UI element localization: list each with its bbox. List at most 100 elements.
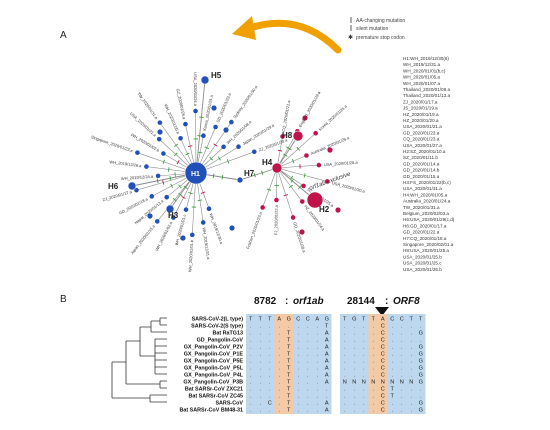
nucleotide-cell: . [307,400,309,406]
nucleotide-cell: . [269,393,271,399]
leaf-label: WH_2020/01/05.a [163,103,181,135]
haplotype-list-item: JS_2020/01/19.a [403,106,438,111]
nucleotide-cell: C [381,386,385,392]
nucleotide-cell: . [288,323,290,329]
nucleotide-cell: N [371,379,375,385]
nucleotide-cell: . [297,337,299,343]
nucleotide-cell: . [278,386,280,392]
nucleotide-cell: . [259,351,261,357]
nucleotide-cell: . [278,400,280,406]
mutation-mark [174,143,179,147]
nucleotide-cell: N [390,379,394,385]
nucleotide-cell: . [269,358,271,364]
nucleotide-cell: C [400,316,404,322]
nucleotide-cell: . [363,330,365,336]
hub-node-h7 [236,176,244,184]
haplotype-list-item: Belgium_2020/02/03.a [403,211,449,216]
nucleotide-cell: . [353,407,355,413]
hub-label: H3 [168,211,179,220]
hub-edge [276,135,299,169]
nucleotide-cell: . [372,351,374,357]
nucleotide-cell: G [419,379,423,385]
nucleotide-cell: . [391,358,393,364]
nucleotide-cell: . [307,323,309,329]
nucleotide-cell: . [316,400,318,406]
minor-node [335,207,341,213]
nucleotide-cell: G [419,330,423,336]
nucleotide-cell: . [269,330,271,336]
nucleotide-cell: C [381,407,385,413]
mutation-mark [221,174,224,180]
nucleotide-cell: . [278,337,280,343]
leaf-node [236,144,241,149]
nucleotide-cell: . [278,323,280,329]
nucleotide-cell: . [363,400,365,406]
nucleotide-cell: . [363,351,365,357]
mutation-mark [289,175,294,180]
leaf-label: Korea_2020/01/25.a [318,103,349,131]
nucleotide-cell: . [344,323,346,329]
nucleotide-cell: . [259,365,261,371]
position-triangle-icon [375,307,389,316]
nucleotide-cell: . [344,393,346,399]
nucleotide-cell: . [307,358,309,364]
leaf-node [274,197,279,203]
hub-label: H8 [282,131,293,140]
nucleotide-cell: . [297,330,299,336]
nucleotide-cell: . [353,365,355,371]
nucleotide-cell: A [325,407,329,413]
network-edge [276,155,307,169]
nucleotide-cell: T [343,316,347,322]
taxon-label: GX_Pangolin-CoV_P1E [184,351,244,357]
nucleotide-cell: . [278,393,280,399]
haplotype-list-item: H2:SZ_2020/01/10.a [403,149,446,154]
nucleotide-cell: . [316,393,318,399]
nucleotide-cell: . [353,358,355,364]
haplotype-list-item: Thailand_2020/01/08.a [403,87,450,92]
header-gene: ORF8 [393,296,420,307]
haplotype-list-item: USA_2020/01/25.b [403,254,442,259]
leaf-node [324,179,330,184]
hub-node-h8 [292,130,304,142]
nucleotide-cell: . [410,400,412,406]
leaf-node [156,136,162,142]
nucleotide-cell: . [269,323,271,329]
mutation-mark [183,185,188,190]
minor-node [299,229,305,235]
minor-node [157,129,163,135]
mutation-mark [209,156,214,161]
legend-item-silent: silent mutation [350,25,388,32]
haplotype-list-item: Singapore_2020/02/01.a [403,242,454,247]
nucleotide-cell: C [268,400,272,406]
network-leaf-labels: WH_2019/12/30.aWH_2019/12/31.aWH_2020/01… [90,72,366,272]
nucleotide-cell: T [249,316,253,322]
mutation-mark [169,175,172,181]
leaf-node [157,120,163,125]
nucleotide-cell: T [287,344,291,350]
nucleotide-cell: . [372,393,374,399]
nucleotide-cell: T [419,316,423,322]
haplotype-list-item: H6:GD_2020/01/17.a [403,223,447,228]
haplotype-list-item: H1:WH_2019/12/30(6) [403,56,449,61]
hub-label: H6 [108,182,119,191]
hub-label: H1 [191,171,200,178]
nucleotide-cell: . [372,330,374,336]
haplotype-list-item: USA_2020/01/26.b [403,267,442,272]
nucleotide-cell: T [287,358,291,364]
legend-label: premature stop codon [356,35,405,41]
nucleotide-cell: . [250,365,252,371]
haplotype-list-item: H3:FS_2020/01/22(b,c) [403,180,451,185]
haplotype-list-item: USA_2020/01/27.a [403,143,442,148]
leaf-node [201,133,206,139]
nucleotide-cell: . [250,323,252,329]
network-edge [276,167,303,202]
leaf-label: WH_2019/12/30.a [208,213,224,246]
leaf-label: GZ_2020/01/25.a [175,88,187,120]
nucleotide-cell: . [278,344,280,350]
nucleotide-cell: . [410,393,412,399]
mutation-mark [253,172,256,178]
nucleotide-cell: . [297,351,299,357]
leaf-node [251,149,257,155]
nucleotide-cell: . [410,386,412,392]
